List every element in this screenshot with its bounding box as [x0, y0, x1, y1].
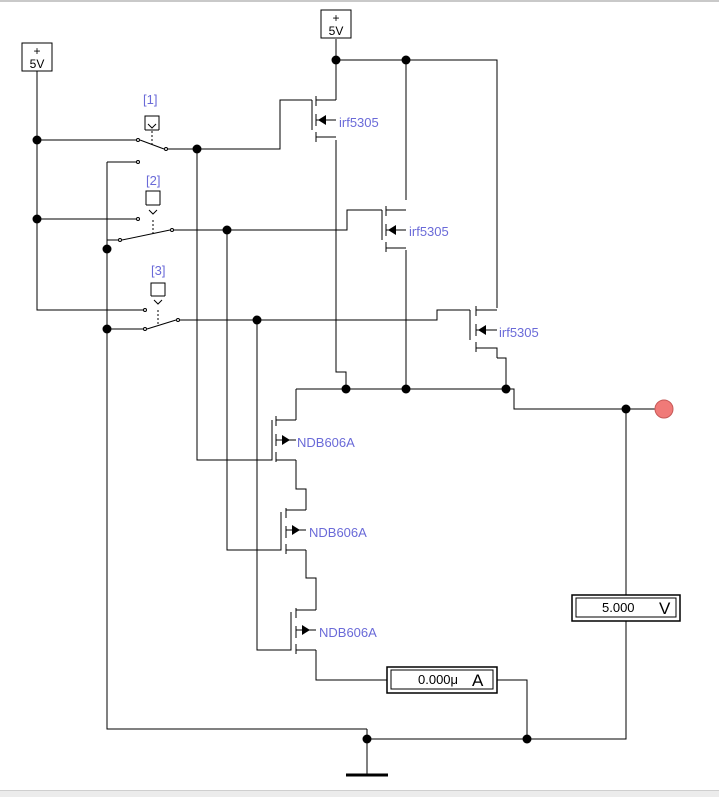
canvas-bottom-scroll-edge — [0, 790, 719, 797]
dc-source-top[interactable]: + 5V — [320, 9, 352, 39]
switch-key-label: [2] — [146, 173, 160, 188]
pmos-part-label: irf5305 — [339, 115, 379, 130]
output-probe-led[interactable] — [654, 399, 674, 419]
pmos-transistor-1[interactable]: irf5305 — [311, 90, 379, 142]
pmos-part-label: irf5305 — [409, 224, 449, 239]
switch-2[interactable]: [2] — [118, 173, 174, 242]
voltmeter-reading: 5.000 — [602, 600, 635, 615]
source-voltage-label: 5V — [30, 57, 45, 71]
nmos-transistor-2[interactable]: NDB606A — [280, 508, 367, 554]
nmos-transistor-3[interactable]: NDB606A — [290, 608, 377, 654]
source-plus-sign: + — [332, 11, 339, 25]
nmos-part-label: NDB606A — [319, 625, 377, 640]
source-plus-sign: + — [33, 44, 40, 58]
nmos-part-label: NDB606A — [309, 525, 367, 540]
canvas-top-edge — [0, 0, 719, 2]
nmos-transistor-1[interactable]: NDB606A — [271, 416, 355, 462]
pmos-transistor-2[interactable]: irf5305 — [381, 206, 449, 252]
source-voltage-label: 5V — [329, 24, 344, 38]
ammeter-unit: A — [472, 671, 484, 690]
wiring — [36, 39, 664, 775]
switch-1[interactable]: [1] — [136, 92, 168, 164]
switch-key-label: [1] — [143, 92, 157, 107]
pmos-part-label: irf5305 — [499, 325, 539, 340]
voltmeter-unit: V — [659, 599, 671, 618]
pmos-transistor-3[interactable]: irf5305 — [469, 306, 539, 358]
ammeter-reading: 0.000μ — [418, 672, 458, 687]
nmos-part-label: NDB606A — [297, 435, 355, 450]
ammeter[interactable]: 0.000μ A — [386, 666, 498, 694]
dc-source-left[interactable]: + 5V — [21, 42, 53, 72]
voltmeter[interactable]: 5.000 V — [571, 594, 681, 622]
junction-dots — [32, 55, 631, 744]
switch-key-label: [3] — [151, 263, 165, 278]
switch-3[interactable]: [3] — [143, 263, 180, 331]
